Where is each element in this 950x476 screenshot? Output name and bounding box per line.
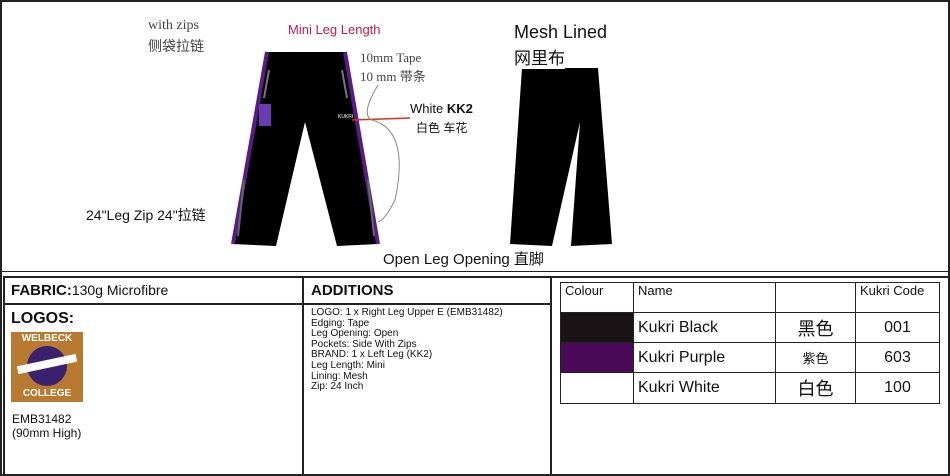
colour-name-cn: 黑色 [775,312,856,343]
logo-code: EMB31482 [12,412,72,426]
logos-label: LOGOS: [11,310,75,327]
colour-swatch [560,312,634,343]
brand-label-cn: 白色 车花 [416,121,468,135]
crest-icon [16,346,78,386]
additions-label: ADDITIONS [311,282,394,299]
logo-text-top: WELBECK [21,333,73,344]
divider [3,303,304,305]
table-row: Kukri Black 黑色 001 [560,312,940,343]
fabric-label: FABRIC: [11,282,72,299]
colour-code: 001 [855,312,940,343]
colour-code: 603 [855,342,940,373]
zips-note: with zips [148,18,199,33]
fabric-value: 130g Microfibre [71,282,169,298]
mesh-label: Mesh Lined [514,22,608,42]
addition-line: Edging: Tape [311,317,370,329]
colour-name: Kukri Purple [633,342,776,373]
leg-zip-label: 24"Leg Zip 24"拉链 [86,207,206,223]
colour-name-cn: 白色 [775,372,856,404]
table-row: Kukri White 白色 100 [560,372,940,404]
welbeck-college-logo: WELBECK COLLEGE [11,332,83,402]
colour-table: Colour Name Kukri Code Kukri Black 黑色 00… [560,282,940,404]
additions-list: LOGO: 1 x Right Leg Upper E (EMB31482) E… [311,307,503,393]
logo-text-bottom: COLLEGE [22,388,72,399]
colours-panel [550,276,950,476]
table-row: Kukri Purple 紫色 603 [560,342,940,373]
brand-pointer-line [351,117,411,121]
header-colour: Colour [560,282,634,313]
zips-note-cn: 侧袋拉链 [148,40,204,55]
addition-line: Pockets: Side With Zips [311,338,417,350]
fabric-row: FABRIC:130g Microfibre [11,282,168,299]
brand-label: White KK2 [410,101,473,116]
front-pants: KUKRI [231,51,380,246]
addition-line: Lining: Mesh [311,370,368,382]
colour-swatch [560,342,634,373]
addition-line: Zip: 24 Inch [311,381,364,393]
colour-name: Kukri White [633,372,776,404]
brand-colour: White [410,101,444,116]
addition-line: LOGO: 1 x Right Leg Upper E (EMB31482) [311,307,503,318]
addition-line: Leg Opening: Open [311,328,399,340]
colour-name-cn: 紫色 [775,342,856,373]
tape-pointer-line [366,84,400,223]
logo-size: (90mm High) [12,426,82,440]
colour-swatch [560,372,634,404]
brand-code: KK2 [446,101,473,116]
mesh-label-cn: 网里布 [514,44,565,69]
colour-name: Kukri Black [633,312,776,343]
tape-label-cn: 10 mm 带条 [360,69,426,84]
header-code: Kukri Code [855,282,940,313]
back-pants [510,68,612,246]
table-header-row: Colour Name Kukri Code [560,282,940,313]
colour-code: 100 [855,372,940,404]
tape-label: 10mm Tape [360,50,422,65]
logo-mark-icon [259,104,271,126]
header-name: Name [633,282,776,313]
svg-text:KUKRI: KUKRI [338,114,353,120]
leg-length-label: Mini Leg Length [288,22,381,37]
addition-line: Leg Length: Mini [311,359,385,371]
header-cn [775,282,856,313]
divider [302,303,552,305]
pants-illustration: KUKRI [0,51,950,272]
leg-opening-label: Open Leg Opening 直脚 [383,251,544,268]
addition-line: BRAND: 1 x Left Leg (KK2) [311,349,433,361]
